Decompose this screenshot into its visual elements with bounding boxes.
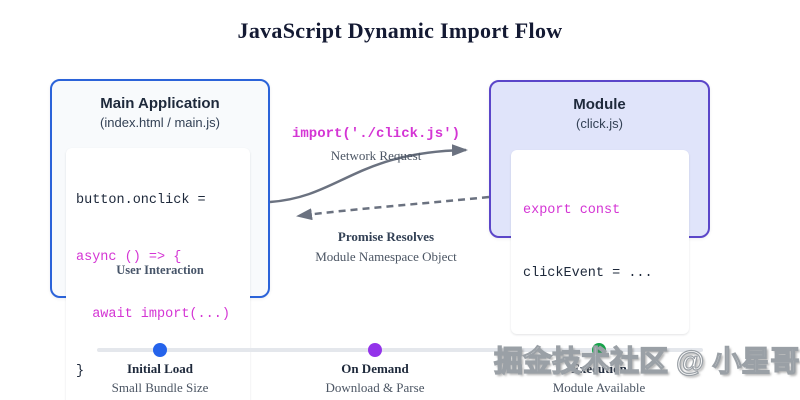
module-code-block: export const clickEvent = ... [511, 150, 689, 334]
timeline-label: On Demand [341, 361, 409, 376]
promise-resolve-arrow [296, 195, 490, 221]
timeline-item-on-demand: On Demand Download & Parse [290, 361, 460, 396]
page-title: JavaScript Dynamic Import Flow [237, 18, 563, 43]
timeline-item-execution: Execution Module Available [514, 361, 684, 396]
module-box: Module (click.js) export const clickEven… [489, 80, 710, 334]
timeline-dot-initial-load [153, 343, 167, 357]
timeline-sublabel: Small Bundle Size [111, 380, 209, 395]
promise-resolves-label: Promise Resolves [337, 229, 435, 244]
module-title: Module [573, 96, 626, 113]
import-call-label: import('./click.js') [291, 126, 461, 142]
timeline-sublabel: Module Available [552, 380, 646, 395]
code-line: button.onclick = [76, 193, 206, 208]
code-line: await import(...) [76, 307, 230, 322]
user-interaction-label: User Interaction [116, 263, 204, 277]
code-line: export const [523, 203, 621, 218]
main-application-box: Main Application (index.html / main.js) … [50, 79, 270, 400]
main-application-code-block: button.onclick = async () => { await imp… [66, 148, 250, 400]
timeline-label: Initial Load [126, 361, 194, 376]
timeline-item-initial-load: Initial Load Small Bundle Size [75, 361, 245, 396]
timeline-label: Execution [571, 361, 627, 376]
timeline-dot-on-demand [368, 343, 382, 357]
main-application-subtitle: (index.html / main.js) [100, 115, 220, 130]
timeline-dot-execution [592, 343, 606, 357]
network-request-label: Network Request [330, 148, 422, 163]
watermark-text: 掘金技术社区 @ 小星哥哥 [493, 345, 800, 378]
code-line: } [76, 364, 85, 379]
timeline-track [97, 348, 703, 352]
timeline-sublabel: Download & Parse [325, 380, 425, 395]
code-line: clickEvent = ... [523, 266, 653, 281]
module-subtitle: (click.js) [576, 116, 623, 131]
main-application-title: Main Application [100, 95, 220, 112]
code-line: async () => { [76, 250, 182, 265]
module-namespace-label: Module Namespace Object [315, 249, 457, 264]
